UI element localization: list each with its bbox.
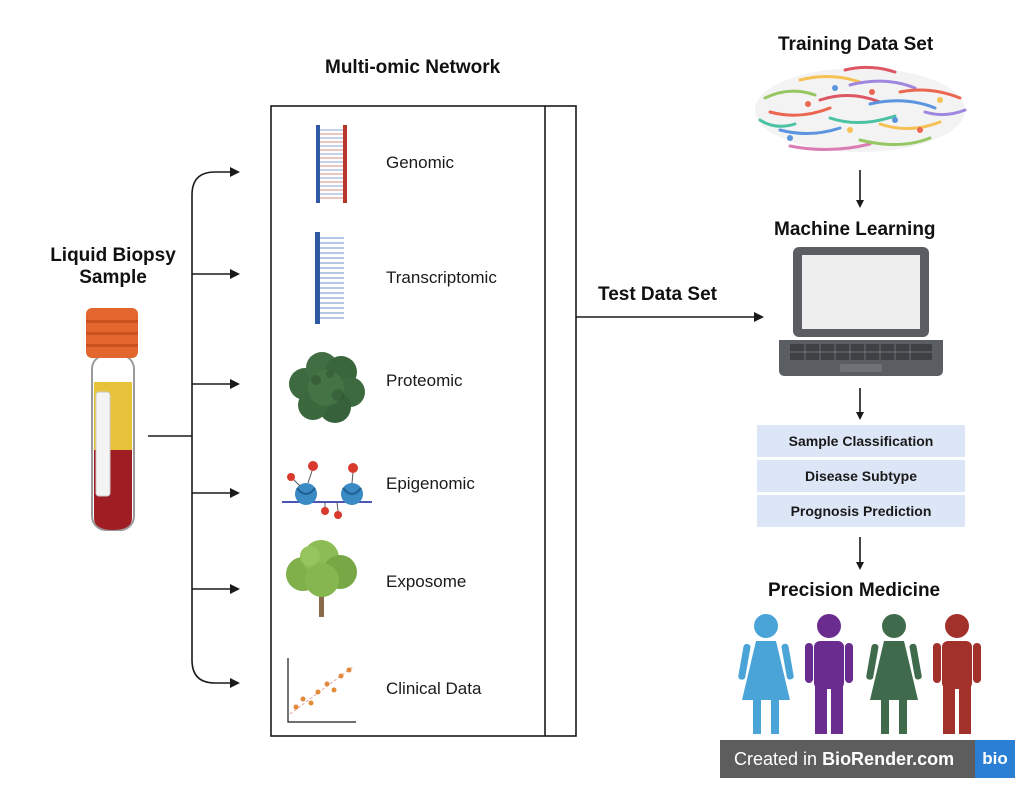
omic-label-transcriptomic: Transcriptomic	[386, 268, 497, 287]
biorender-badge[interactable]: Created in BioRender.com bio	[720, 740, 1015, 778]
biorender-badge-brand: BioRender.com	[822, 748, 955, 769]
omic-label-clinical-data: Clinical Data	[386, 679, 482, 698]
protein-blob-icon	[289, 352, 365, 423]
person-female-green-icon	[866, 614, 922, 734]
test-data-set-title: Test Data Set	[598, 284, 717, 305]
liquid-biopsy-title: Liquid Biopsy Sample	[38, 245, 188, 289]
multi-omic-network-title: Multi-omic Network	[325, 57, 501, 78]
person-female-blue-icon	[738, 614, 794, 734]
laptop-icon	[779, 247, 943, 376]
tree-icon	[286, 540, 357, 617]
precision-medicine-title: Precision Medicine	[768, 580, 941, 601]
liquid-biopsy-title-line1: Liquid Biopsy	[50, 245, 176, 266]
biorender-logo-icon: bio	[975, 740, 1015, 778]
person-male-purple-icon	[805, 614, 853, 734]
liquid-biopsy-title-line2: Sample	[79, 267, 147, 288]
training-data-cloud-icon	[755, 65, 967, 152]
scatter-plot-icon	[287, 658, 356, 723]
biorender-badge-prefix: Created in	[734, 748, 823, 769]
machine-learning-title: Machine Learning	[774, 219, 936, 240]
dna-double-strand-icon	[316, 125, 347, 203]
nucleosome-methylation-icon	[282, 461, 372, 519]
biorender-badge-text: Created in BioRender.com	[734, 749, 954, 770]
rna-single-strand-icon	[315, 232, 344, 324]
multi-omic-network-box	[270, 105, 577, 737]
omic-label-proteomic: Proteomic	[386, 371, 463, 390]
outcome-sample-classification: Sample Classification	[757, 425, 965, 457]
omic-label-epigenomic: Epigenomic	[386, 474, 475, 493]
branch-connector	[148, 167, 240, 688]
omic-label-exposome: Exposome	[386, 572, 467, 591]
person-male-red-icon	[933, 614, 981, 734]
omic-label-genomic: Genomic	[386, 153, 455, 172]
outcome-disease-subtype: Disease Subtype	[757, 460, 965, 492]
blood-tube-icon	[86, 308, 138, 531]
training-data-set-title: Training Data Set	[778, 34, 934, 55]
outcome-prognosis-prediction: Prognosis Prediction	[757, 495, 965, 527]
